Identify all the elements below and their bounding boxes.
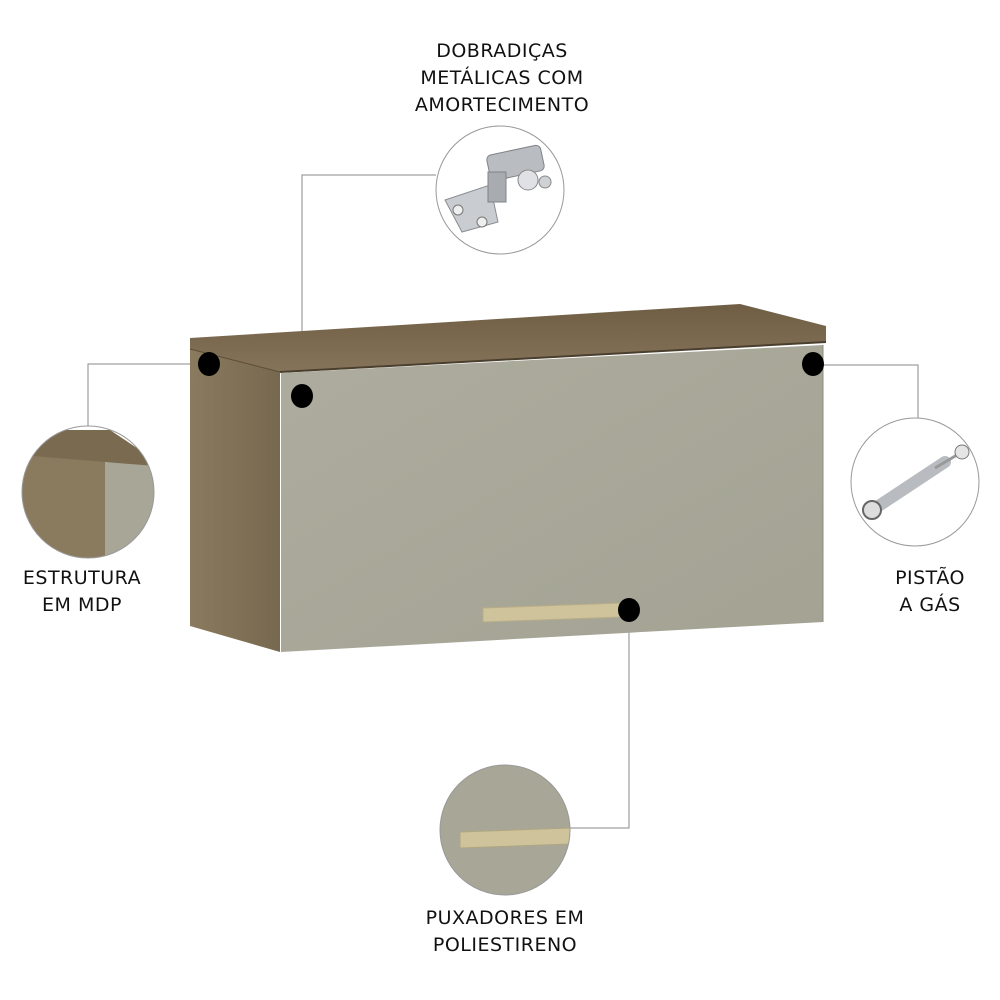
label-line: PISTÃO xyxy=(895,567,965,589)
label-line: EM MDP xyxy=(42,594,122,616)
structure-detail-image xyxy=(21,425,155,559)
marker-piston xyxy=(802,352,824,376)
callout-handles-label: PUXADORES EM POLIESTIRENO xyxy=(426,905,585,959)
callout-structure-label: ESTRUTURA EM MDP xyxy=(23,565,141,619)
label-line: DOBRADIÇAS xyxy=(436,40,568,62)
marker-structure xyxy=(198,352,220,376)
label-line: METÁLICAS COM xyxy=(420,67,584,89)
label-line: POLIESTIRENO xyxy=(432,934,578,956)
label-line: A GÁS xyxy=(899,594,961,616)
marker-handles xyxy=(618,598,640,622)
leader-line-hinges xyxy=(301,174,436,396)
piston-detail-image xyxy=(850,417,980,547)
cabinet-door xyxy=(281,345,823,652)
cabinet xyxy=(189,304,827,652)
cabinet-top-panel xyxy=(190,304,826,372)
callout-hinges-label: DOBRADIÇAS METÁLICAS COM AMORTECIMENTO xyxy=(415,38,589,119)
label-line: PUXADORES EM xyxy=(425,907,585,929)
handle-detail-image xyxy=(439,764,571,896)
leader-line-handles xyxy=(570,610,630,829)
label-line: ESTRUTURA xyxy=(22,567,142,589)
leader-lines xyxy=(87,174,919,829)
cabinet-side-panel xyxy=(190,348,280,652)
marker-hinges xyxy=(291,384,313,408)
hinge-detail-image xyxy=(435,125,565,255)
label-line: AMORTECIMENTO xyxy=(414,94,590,116)
markers xyxy=(198,352,824,622)
leader-line-piston xyxy=(812,364,919,418)
callout-piston-label: PISTÃO A GÁS xyxy=(895,565,965,619)
leader-line-structure xyxy=(87,363,209,426)
